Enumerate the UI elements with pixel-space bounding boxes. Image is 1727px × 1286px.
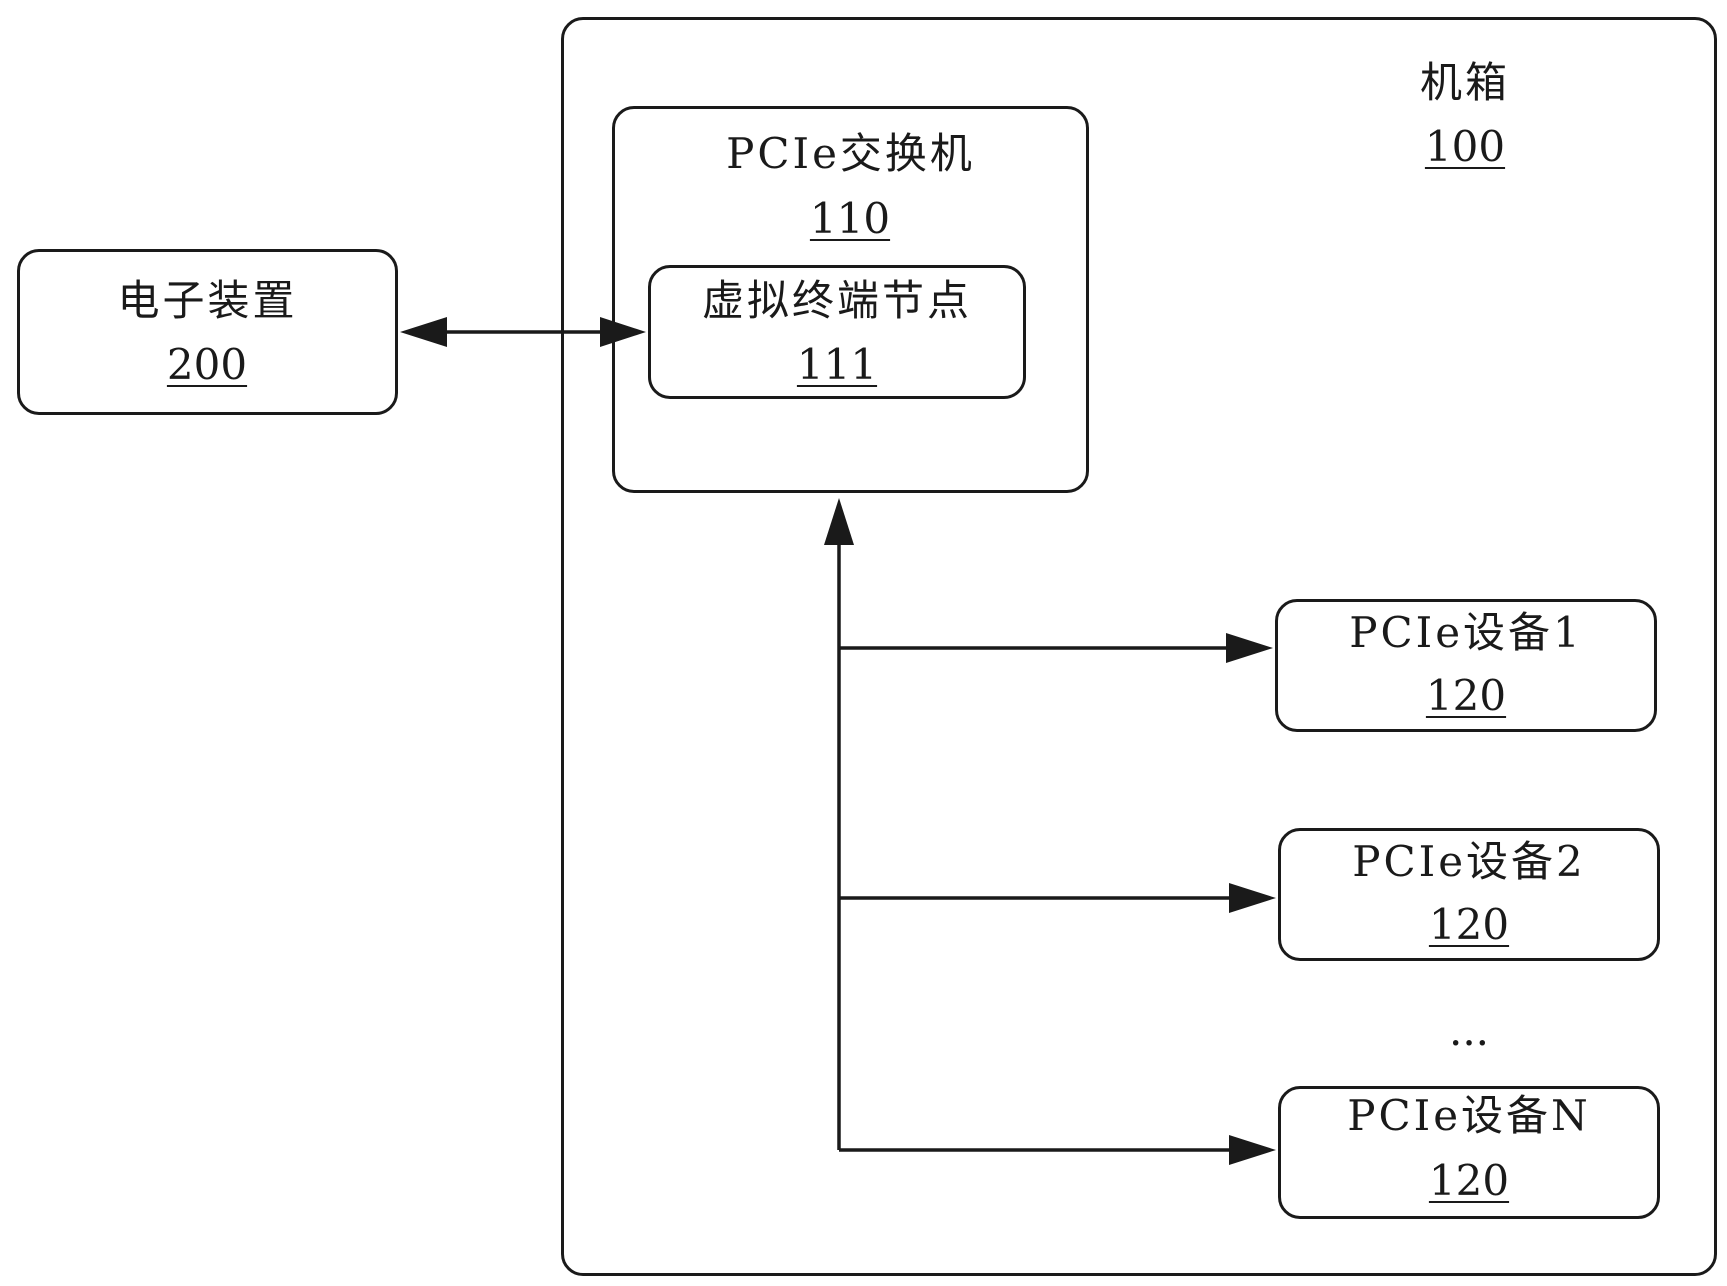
electronic-device-box xyxy=(17,249,398,415)
arrowhead-up xyxy=(824,498,854,545)
electronic-device-number: 200 xyxy=(166,340,248,389)
ellipsis: ... xyxy=(1448,1006,1490,1055)
chassis-box xyxy=(561,17,1717,1276)
pcie-device-box xyxy=(1278,1086,1660,1219)
arrowhead-right xyxy=(600,317,646,347)
pcie-switch-number: 110 xyxy=(809,194,891,243)
arrowhead-device-1 xyxy=(1226,633,1273,663)
pcie-device-label: PCIe设备2 xyxy=(1352,837,1586,886)
pcie-device-box xyxy=(1278,828,1660,961)
pcie-switch-label: PCIe交换机 xyxy=(726,129,975,178)
electronic-device-label: 电子装置 xyxy=(117,276,298,325)
pcie-device-number: 120 xyxy=(1428,1156,1510,1205)
pcie-device-label: PCIe设备N xyxy=(1347,1091,1591,1140)
chassis-number: 100 xyxy=(1424,122,1506,171)
arrowhead-left xyxy=(400,317,447,347)
pcie-device-number: 120 xyxy=(1428,900,1510,949)
virtual-endpoint-label: 虚拟终端节点 xyxy=(701,276,972,325)
virtual-endpoint-box xyxy=(648,265,1026,399)
pcie-switch-box xyxy=(612,106,1089,493)
virtual-endpoint-number: 111 xyxy=(796,340,878,389)
arrowhead-device-2 xyxy=(1229,883,1276,913)
pcie-device-box xyxy=(1275,599,1657,732)
pcie-device-label: PCIe设备1 xyxy=(1349,608,1583,657)
chassis-label: 机箱 xyxy=(1419,58,1510,107)
arrowhead-device-n xyxy=(1229,1135,1276,1165)
pcie-device-number: 120 xyxy=(1425,671,1507,720)
